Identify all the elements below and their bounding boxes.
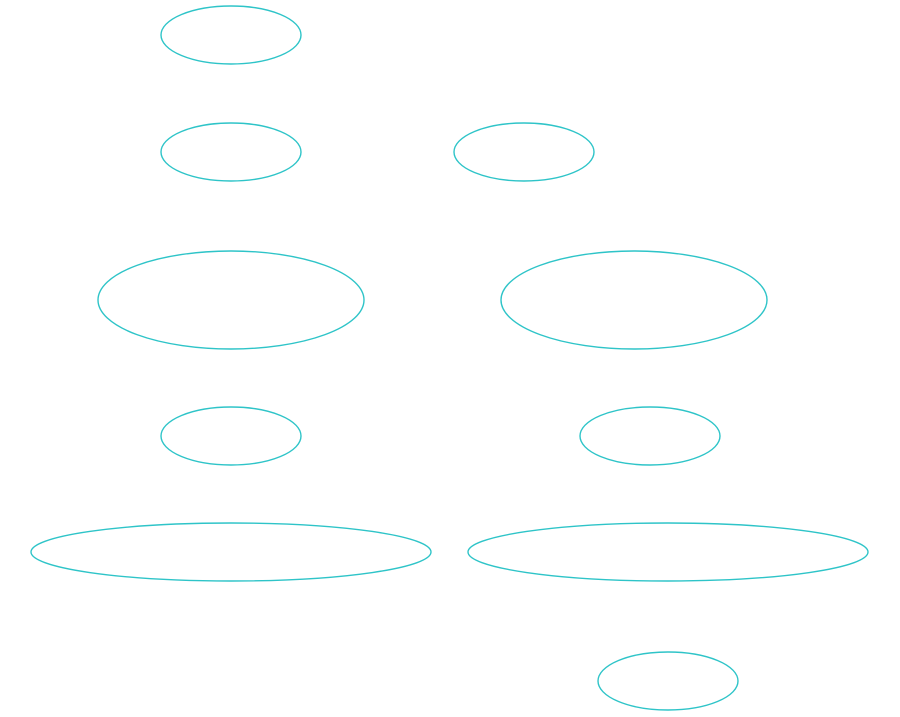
node-4 [97,250,365,350]
node-5 [500,250,768,350]
node-2 [160,122,302,182]
node-9 [467,522,869,582]
node-4-shape [97,250,365,350]
node-1 [160,5,302,65]
node-8 [30,522,432,582]
node-1-shape [160,5,302,65]
node-10 [597,651,739,711]
node-2-shape [160,122,302,182]
node-9-shape [467,522,869,582]
node-8-shape [30,522,432,582]
node-3 [453,122,595,182]
node-6-shape [160,406,302,466]
node-5-shape [500,250,768,350]
node-10-shape [597,651,739,711]
node-6 [160,406,302,466]
node-3-shape [453,122,595,182]
node-7-shape [579,406,721,466]
node-7 [579,406,721,466]
